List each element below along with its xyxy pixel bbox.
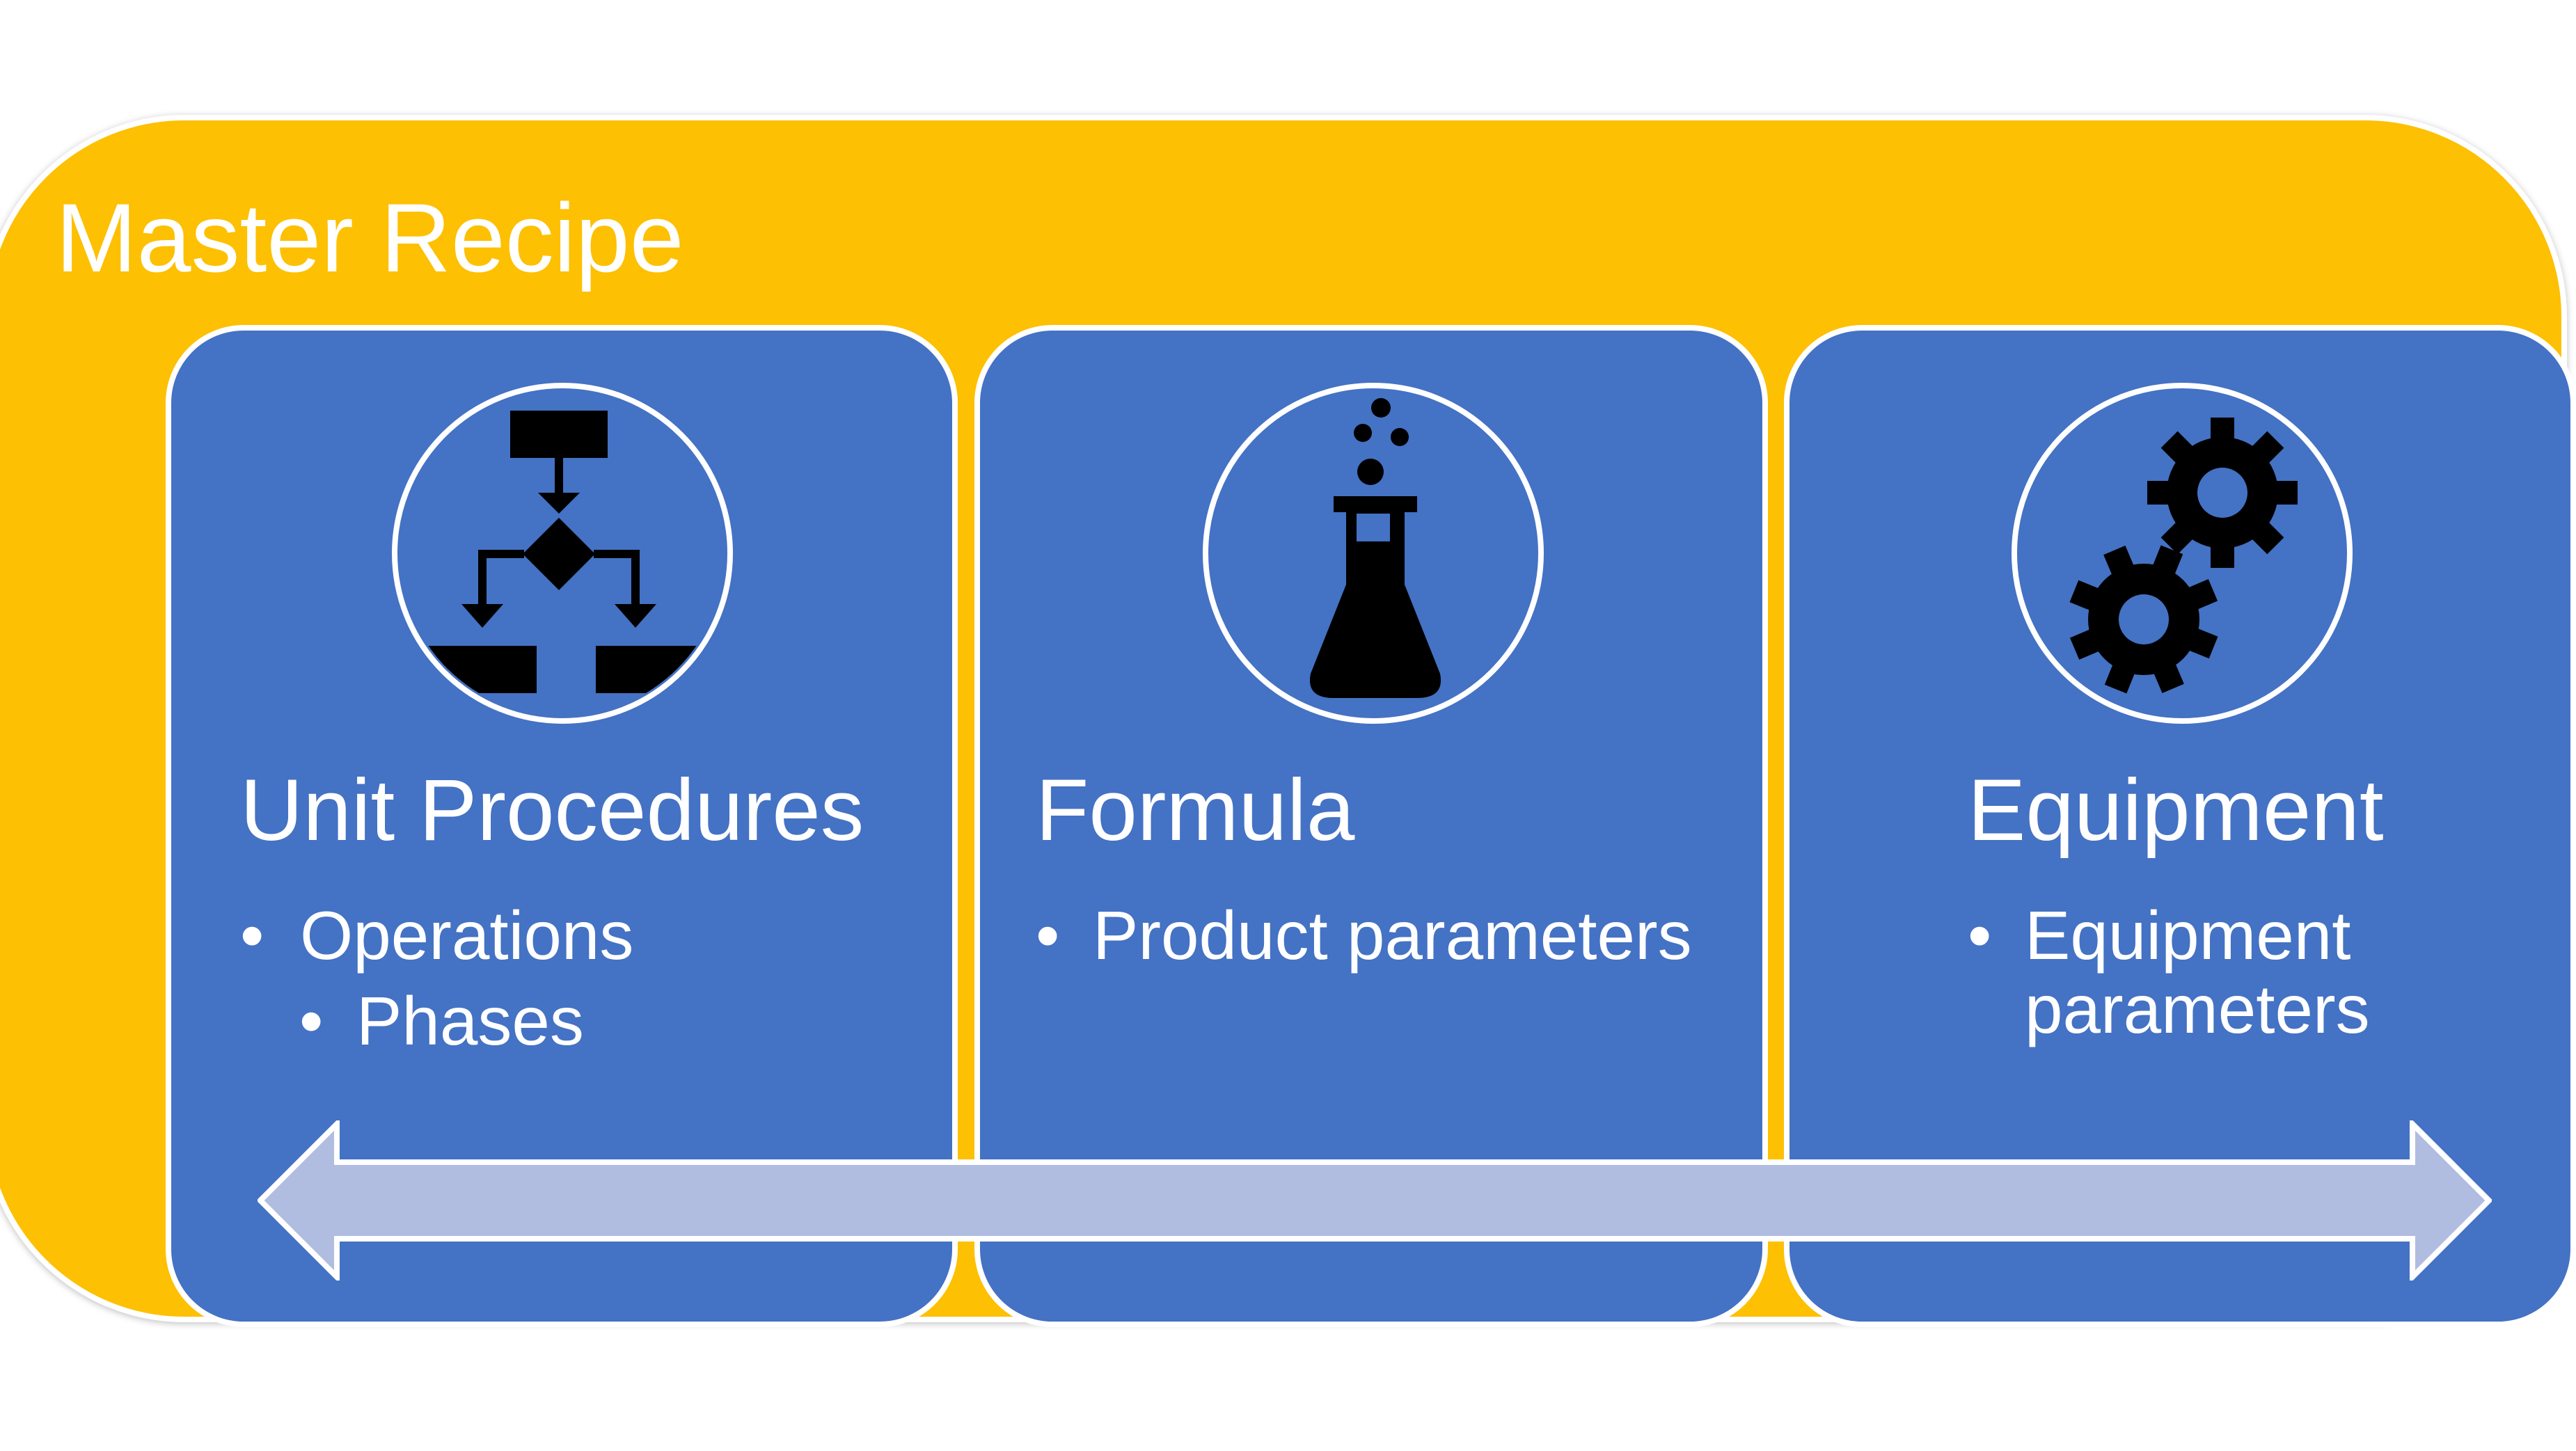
bullet-equipment-parameters: • Equipment parameters <box>1968 897 2455 1047</box>
flowchart-icon-circle <box>392 383 733 724</box>
flask-icon-circle <box>1203 383 1544 724</box>
bullet-text: Operations <box>300 897 634 974</box>
master-recipe-title: Master Recipe <box>56 183 684 292</box>
bullet-operations: • Operations <box>240 897 634 974</box>
double-arrow <box>258 1120 2492 1280</box>
bullet-text: Equipment parameters <box>2025 897 2370 1047</box>
bullet-product-parameters: • Product parameters <box>1036 897 1692 974</box>
bullet-text: Product parameters <box>1093 897 1692 974</box>
flask-icon <box>1309 398 1441 698</box>
flowchart-icon <box>425 411 707 693</box>
gears-icon <box>2069 418 2298 694</box>
bullet-dot: • <box>240 897 264 974</box>
bullet-text: Phases <box>356 983 584 1059</box>
bullet-dot: • <box>1968 897 1992 974</box>
bullet-dot: • <box>1036 897 1060 974</box>
unit-procedures-title: Unit Procedures <box>240 762 864 859</box>
gears-icon-circle <box>2012 383 2353 724</box>
bullet-dot: • <box>299 983 324 1059</box>
bullet-phases: • Phases <box>299 983 584 1059</box>
formula-title: Formula <box>1036 762 1355 859</box>
equipment-title: Equipment <box>1968 762 2384 859</box>
